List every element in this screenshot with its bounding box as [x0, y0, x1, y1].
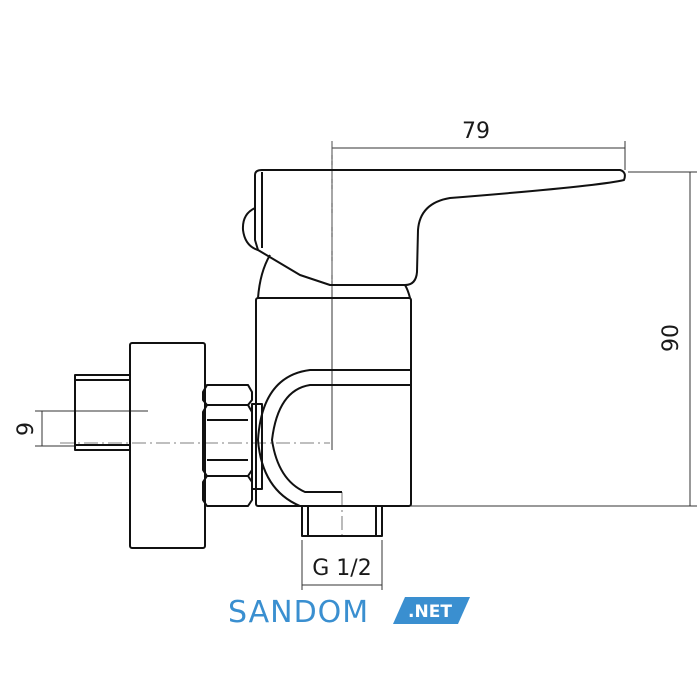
logo-tld-badge [393, 597, 470, 624]
center-lines [60, 141, 343, 535]
faucet-body [74, 169, 626, 549]
logo-tld: .NET [408, 602, 452, 622]
dim-left-pipe: 9 [14, 422, 39, 436]
dimension-lines [35, 141, 697, 590]
dim-bottom-thread: G 1/2 [312, 556, 371, 581]
sandom-logo: SANDOM .NET [228, 595, 470, 630]
dim-top-width: 79 [462, 119, 490, 144]
dim-right-height: 90 [659, 324, 684, 352]
logo-name: SANDOM [228, 595, 369, 630]
